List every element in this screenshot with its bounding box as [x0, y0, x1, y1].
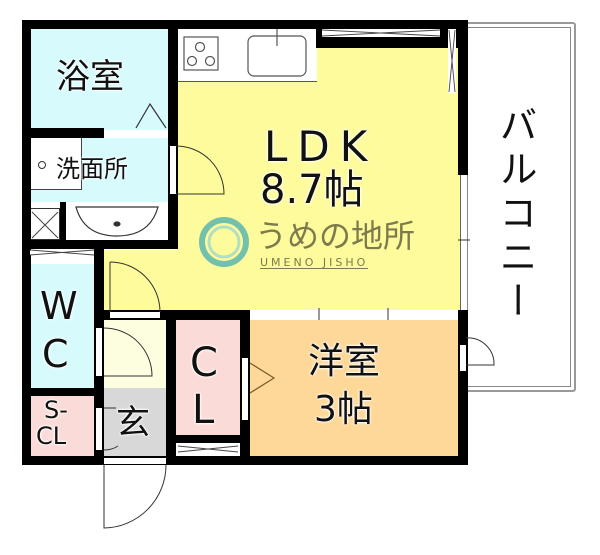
- wc-label-w: W: [40, 284, 78, 328]
- wc: [30, 264, 94, 390]
- door-western-balcony-gap: [460, 345, 466, 371]
- closet-label-2: L: [192, 387, 215, 433]
- washing-machine-pan: [30, 208, 60, 240]
- ldk-size-label: 8.7帖: [260, 167, 364, 213]
- sliding-door-western: [250, 311, 458, 319]
- window-ldk-balcony: [460, 175, 466, 310]
- wall-top: [22, 20, 468, 29]
- closet-label-1: C: [190, 340, 218, 386]
- washroom-label: 洗面所: [56, 155, 128, 183]
- wall-cl-bottom: [166, 435, 250, 443]
- window-cl-bottom: [176, 445, 240, 453]
- entrance-label: 玄: [116, 403, 150, 443]
- shoe-closet-label-1: S-: [44, 396, 68, 424]
- ldk-lower: [100, 250, 180, 312]
- wall-hall-top: [104, 310, 250, 320]
- ldk-label: LDK: [264, 122, 378, 171]
- shoe-closet-label-2: CL: [36, 422, 67, 450]
- wall-right-upper: [458, 20, 468, 175]
- door-hall-gap: [110, 312, 160, 318]
- window-top-right: [448, 29, 456, 93]
- door-wash-gap: [170, 146, 176, 194]
- wall-basin-left: [60, 202, 66, 242]
- kitchen-counter-top: [177, 28, 317, 82]
- window-wc-top: [30, 250, 94, 255]
- wall-right-lower: [458, 310, 468, 465]
- closet: [176, 320, 240, 435]
- wc-label-c: C: [42, 332, 69, 376]
- watermark-brand-jp: うめの地所: [255, 217, 416, 255]
- balcony: [462, 22, 576, 392]
- western-room-label: 洋室: [308, 341, 381, 382]
- western-room: [250, 320, 458, 456]
- wall-bath-bottom: [22, 128, 104, 138]
- watermark-brand-en: UMENO JISHO: [260, 256, 369, 269]
- wall-wc-bottom: [22, 388, 104, 396]
- wall-bath-right: [168, 20, 178, 246]
- bathroom-label: 浴室: [56, 57, 124, 97]
- entrance-door-swing: [103, 464, 167, 529]
- door-cl-gap: [242, 358, 248, 420]
- door-wc-gap: [96, 328, 102, 376]
- door-bath-gap: [104, 130, 168, 137]
- hall: [104, 320, 166, 388]
- door-scl-gap: [96, 408, 102, 450]
- door-entrance-gap: [104, 458, 166, 464]
- wash-basin-area: [66, 203, 168, 240]
- shoe-closet: [30, 396, 94, 456]
- window-top: [322, 29, 440, 37]
- wall-cl-left: [166, 310, 176, 465]
- western-room-size-label: 3帖: [314, 389, 373, 430]
- balcony-label: バルコニー: [493, 105, 537, 325]
- wall-wash-bottom: [22, 240, 178, 249]
- washroom: [30, 138, 168, 202]
